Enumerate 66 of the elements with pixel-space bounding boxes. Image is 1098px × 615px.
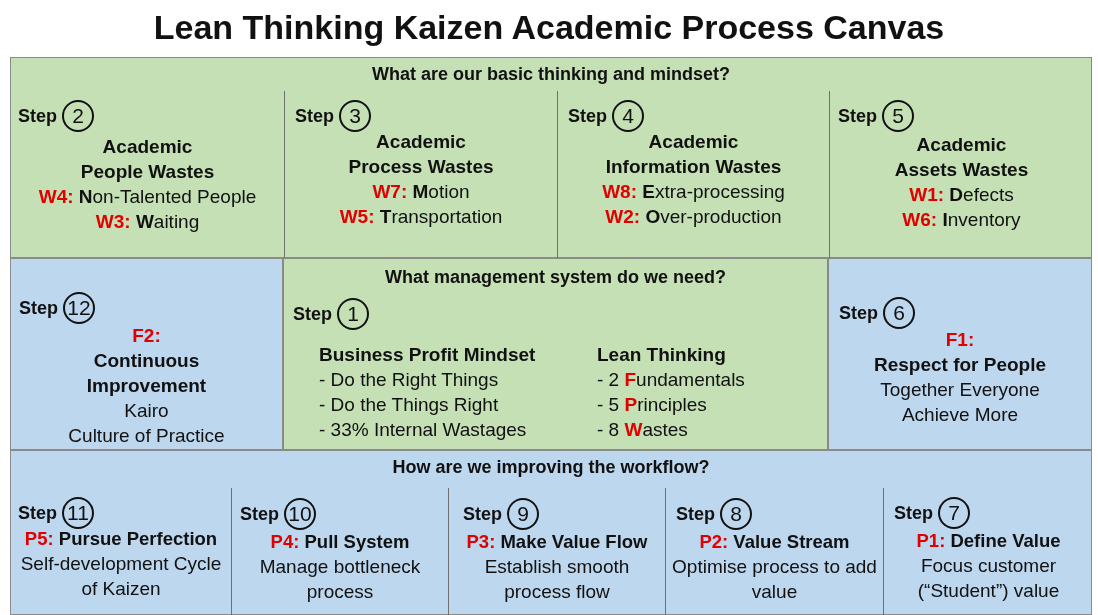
section-question: How are we improving the workflow? [391, 457, 711, 478]
step-description: Establish smooth process flow [483, 555, 631, 604]
step-description: Self-development Cycle of Kaizen [19, 552, 223, 601]
step-panel [828, 258, 1092, 450]
principle-title: P2: Value Stream [699, 530, 850, 554]
step-code: F2: [132, 324, 161, 348]
step-number: 9 [507, 498, 539, 530]
step-panel [10, 258, 283, 450]
step-number: 11 [62, 497, 94, 529]
step-label: Step [676, 503, 715, 525]
waste-item: W1: Defects [909, 183, 1014, 207]
list-item: - Do the Things Right [319, 393, 500, 417]
step-label: Step [838, 105, 877, 127]
principle-title: P3: Make Value Flow [466, 530, 648, 554]
list-item: - Do the Right Things [319, 368, 500, 392]
step-label: Step [839, 302, 878, 324]
list-item: - 5 Principles [597, 393, 708, 417]
step-panel [283, 258, 828, 450]
step-label: Step [240, 503, 279, 525]
step-title: Continuous Improvement [85, 349, 208, 398]
waste-item: W2: Over-production [605, 205, 782, 229]
step-number: 12 [63, 292, 95, 324]
principle-title: P4: Pull System [270, 530, 410, 554]
step-label: Step [295, 105, 334, 127]
step-description: Optimise process to add value [671, 555, 878, 604]
step-label: Step [293, 303, 332, 325]
waste-item: W6: Inventory [902, 208, 1021, 232]
step-title: Respect for People [873, 353, 1047, 377]
list-item: - 33% Internal Wastages [319, 418, 528, 442]
step-description: Together Everyone Achieve More [879, 378, 1041, 427]
list-item: - 2 Fundamentals [597, 368, 745, 392]
step-number: 7 [938, 497, 970, 529]
step-code: F1: [945, 328, 975, 352]
step-number: 5 [882, 100, 914, 132]
step-label: Step [18, 105, 57, 127]
step-label: Step [19, 297, 58, 319]
step-number: 10 [284, 498, 316, 530]
waste-item: W4: Non-Talented People [38, 185, 257, 209]
section-band [10, 450, 1092, 615]
list-item: - 8 Wastes [597, 418, 689, 442]
step-label: Step [894, 502, 933, 524]
column-heading: Lean Thinking [597, 343, 727, 367]
waste-item: W5: Transportation [339, 205, 503, 229]
principle-title: P5: Pursue Perfection [24, 527, 218, 551]
section-band [10, 57, 1092, 258]
step-number: 1 [337, 298, 369, 330]
step-description: Culture of Practice [68, 424, 225, 448]
waste-item: W8: Extra-processing [602, 180, 785, 204]
waste-item: W3: Waiting [95, 210, 200, 234]
section-question: What management system do we need? [383, 267, 728, 288]
step-number: 2 [62, 100, 94, 132]
step-label: Step [18, 502, 57, 524]
step-number: 8 [720, 498, 752, 530]
step-number: 4 [612, 100, 644, 132]
step-label: Step [568, 105, 607, 127]
step-description: Manage bottleneck process [258, 555, 422, 604]
step-description: Focus customer (“Student”) value [916, 554, 1061, 603]
step-number: 6 [883, 297, 915, 329]
step-label: Step [463, 503, 502, 525]
step-description: Kairo [124, 399, 169, 423]
column-heading: Business Profit Mindset [319, 343, 536, 367]
waste-item: W7: Motion [372, 180, 470, 204]
step-number: 3 [339, 100, 371, 132]
canvas-title: Lean Thinking Kaizen Academic Process Canvas [152, 8, 946, 47]
section-question: What are our basic thinking and mindset? [370, 64, 731, 85]
principle-title: P1: Define Value [916, 529, 1061, 553]
